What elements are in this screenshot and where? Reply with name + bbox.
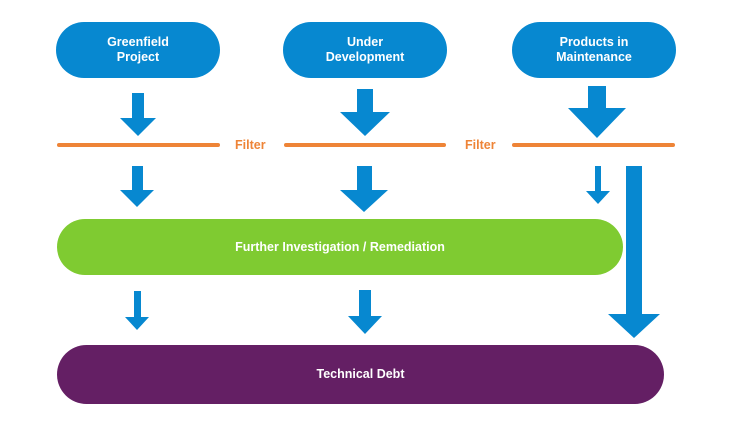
- investigation-remediation-stage: Further Investigation / Remediation: [57, 219, 623, 275]
- technical-debt-stage: Technical Debt: [57, 345, 664, 404]
- source-under-development: Under Development: [283, 22, 447, 78]
- filter-label: Filter: [465, 138, 496, 152]
- filter-line: [284, 143, 446, 147]
- arrow-down-icon: [348, 290, 382, 334]
- source-label: Greenfield Project: [107, 35, 169, 64]
- stage-label: Technical Debt: [316, 367, 405, 381]
- arrow-down-icon: [340, 166, 388, 212]
- source-label: Under Development: [325, 35, 405, 64]
- filter-line: [512, 143, 675, 147]
- arrow-down-icon: [125, 291, 149, 330]
- source-label: Products in Maintenance: [556, 35, 632, 64]
- filter-line: [57, 143, 220, 147]
- arrow-down-icon: [340, 89, 390, 136]
- filter-label: Filter: [235, 138, 266, 152]
- stage-label: Further Investigation / Remediation: [235, 239, 445, 254]
- source-greenfield-project: Greenfield Project: [56, 22, 220, 78]
- arrow-down-icon: [568, 86, 626, 138]
- arrow-down-icon: [586, 166, 610, 204]
- source-products-in-maintenance: Products in Maintenance: [512, 22, 676, 78]
- arrow-down-icon: [120, 93, 156, 136]
- arrow-down-icon: [608, 166, 660, 338]
- arrow-down-icon: [120, 166, 154, 207]
